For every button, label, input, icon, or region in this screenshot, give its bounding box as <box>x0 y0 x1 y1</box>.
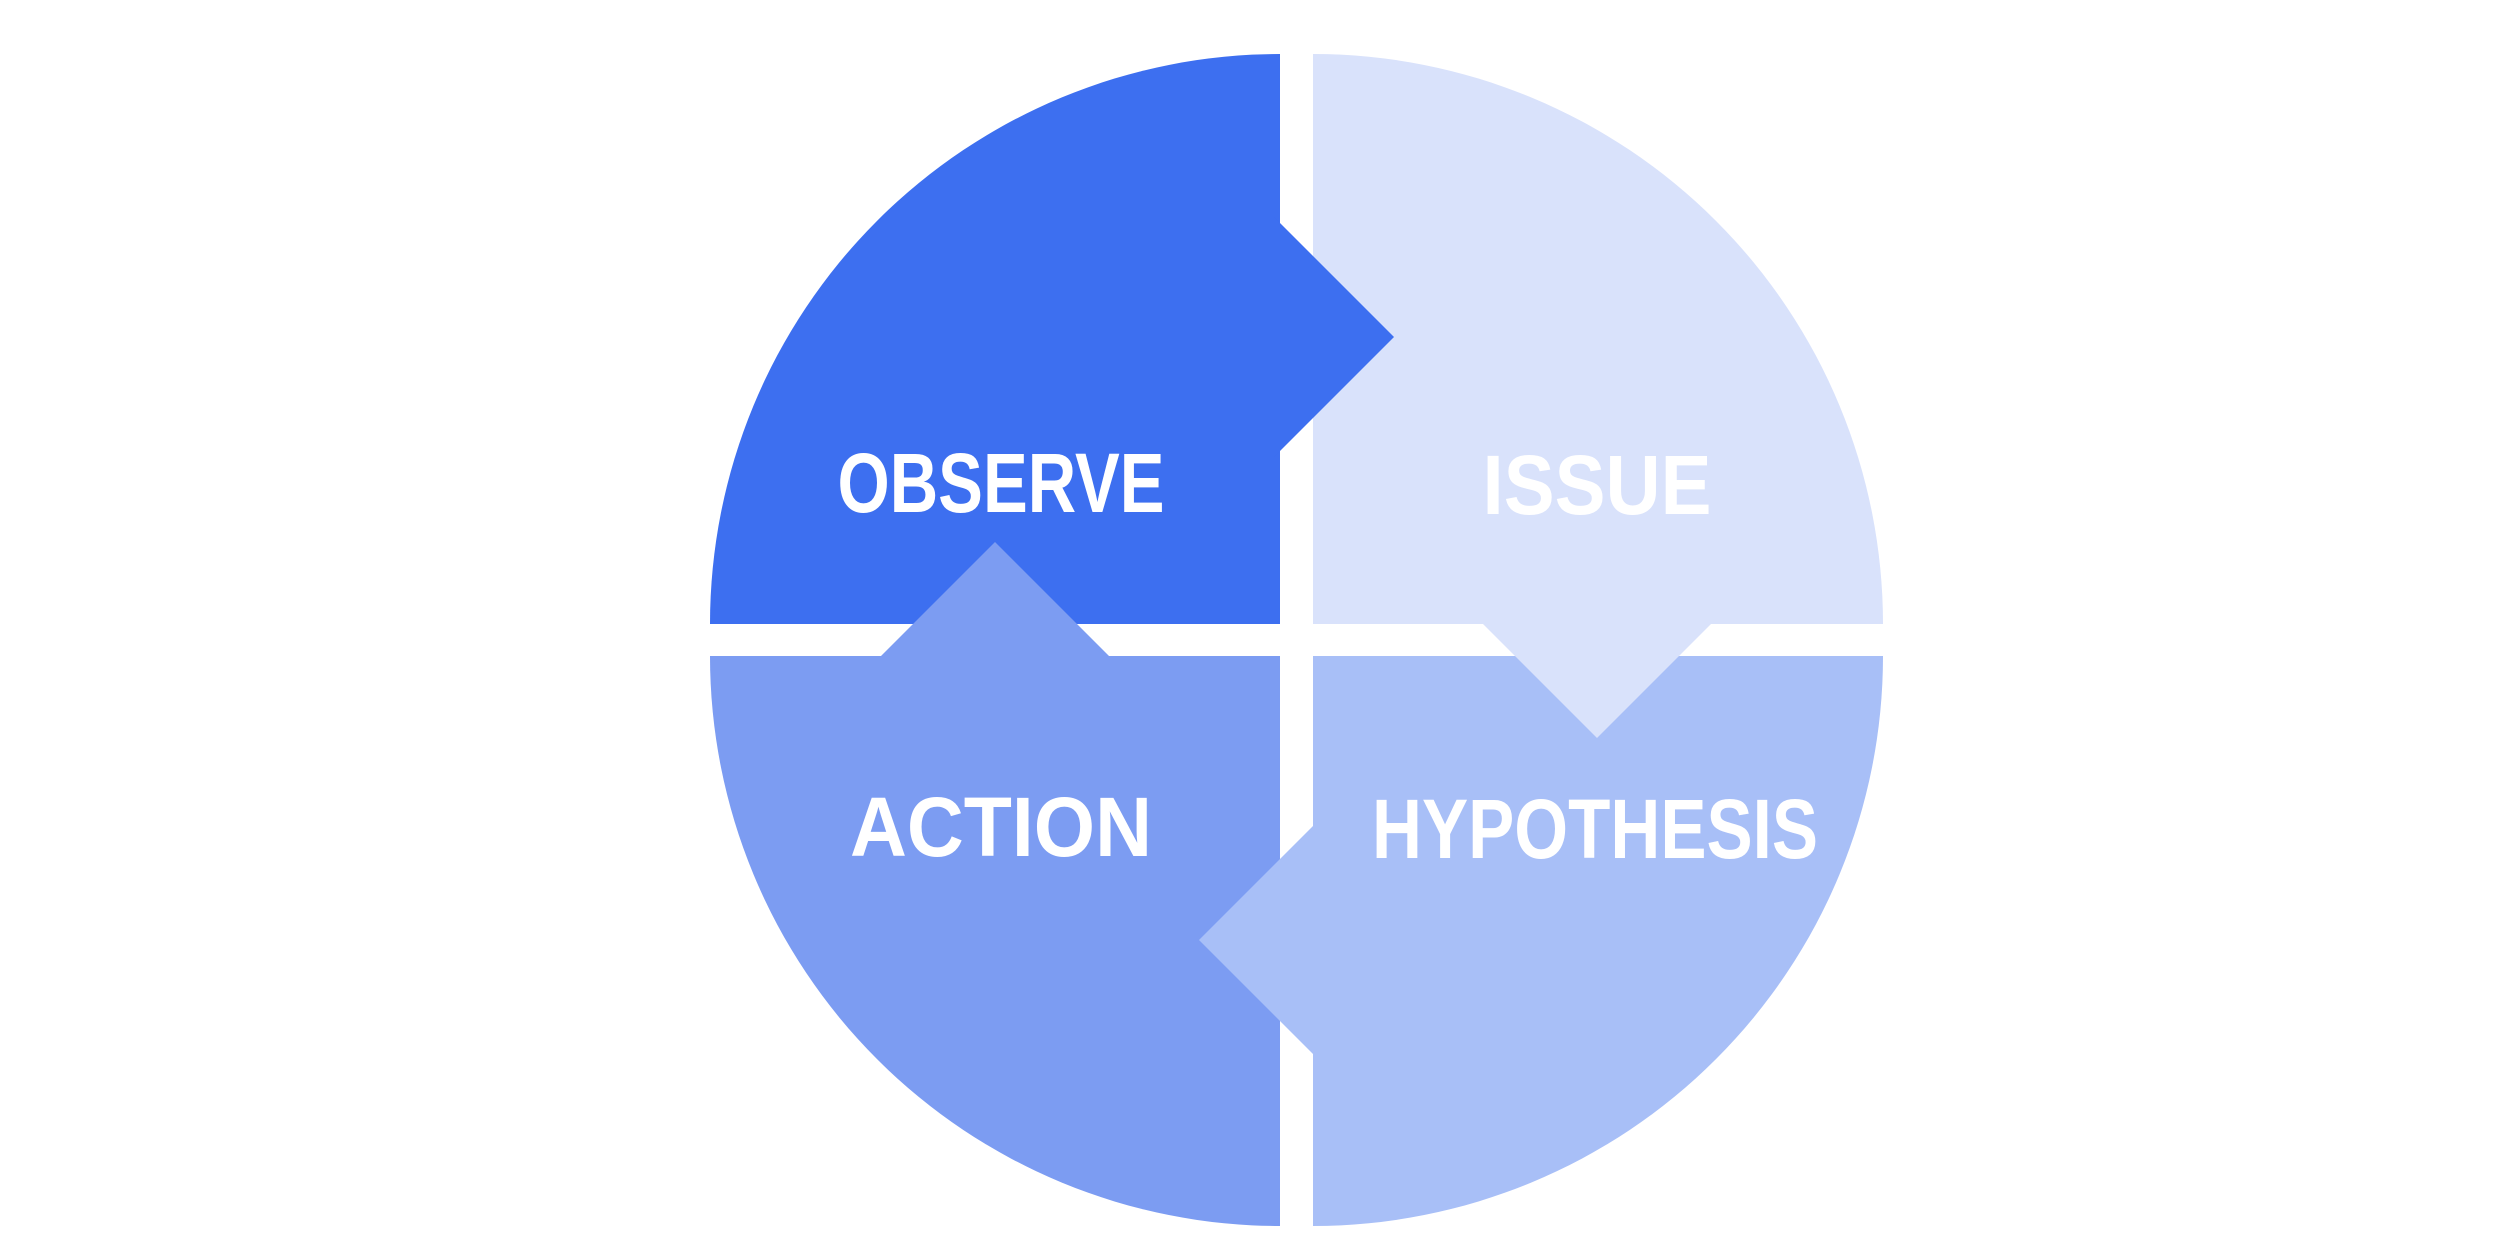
arrow-observe-to-issue-icon <box>1274 217 1394 457</box>
arrow-hypothesis-to-action-icon <box>1199 820 1319 1060</box>
quadrant-observe <box>710 54 1280 624</box>
arrow-action-to-observe-icon <box>875 542 1115 662</box>
quadrant-hypothesis <box>1313 656 1883 1226</box>
quadrant-action <box>710 656 1280 1226</box>
label-action: ACTION <box>850 780 1152 874</box>
arrow-issue-to-hypothesis-icon <box>1477 618 1717 738</box>
label-issue: ISSUE <box>1483 438 1712 532</box>
label-observe: OBSERVE <box>838 436 1165 530</box>
label-hypothesis: HYPOTHESIS <box>1372 782 1818 876</box>
quadrant-issue <box>1313 54 1883 624</box>
